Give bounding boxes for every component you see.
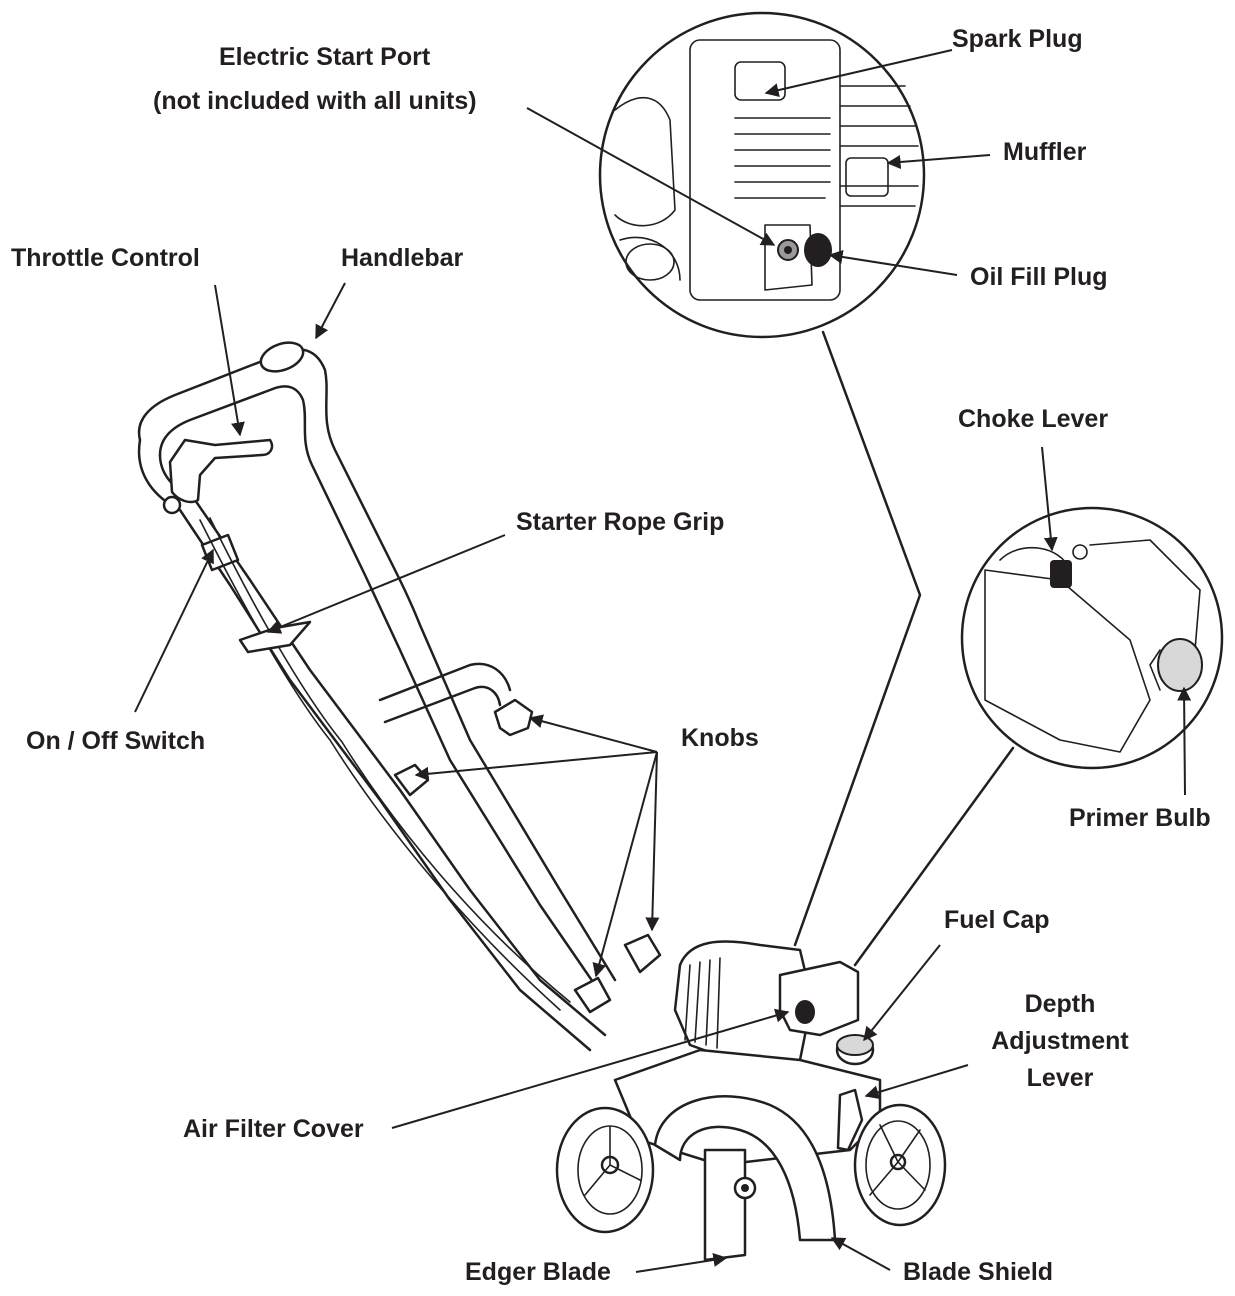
leader-knob-lower-right: [645, 751, 660, 932]
leader-electric-start-port: [526, 107, 776, 246]
label-knobs: Knobs: [681, 724, 759, 752]
label-spark-plug: Spark Plug: [952, 25, 1083, 53]
label-fuel-cap: Fuel Cap: [944, 906, 1050, 934]
leader-primer-bulb: [1177, 686, 1192, 796]
handlebar-frame: [137, 341, 662, 1052]
label-blade-shield: Blade Shield: [903, 1258, 1054, 1286]
leader-choke-lever: [1041, 446, 1058, 552]
label-oil-fill-plug: Oil Fill Plug: [970, 263, 1108, 291]
label-primer-bulb: Primer Bulb: [1069, 804, 1211, 832]
label-air-filter-cover: Air Filter Cover: [183, 1115, 364, 1143]
label-on-off-switch: On / Off Switch: [26, 727, 206, 755]
leader-spark-plug: [764, 49, 953, 97]
leader-throttle-control: [214, 284, 245, 437]
label-depth-line1: Depth: [1024, 990, 1096, 1018]
label-electric-start-note: (not included with all units): [153, 87, 477, 115]
leader-muffler: [886, 154, 991, 169]
label-throttle-control: Throttle Control: [11, 244, 200, 272]
carburettor-detail-inset: [960, 506, 1224, 770]
label-muffler: Muffler: [1003, 138, 1087, 166]
wheels: [555, 1103, 947, 1234]
leader-handlebar: [315, 282, 346, 340]
inset-connector-lines: [793, 330, 1015, 967]
label-starter-rope-grip: Starter Rope Grip: [516, 508, 725, 536]
leader-knob-lower-left: [592, 751, 658, 978]
leader-lines: [134, 49, 1192, 1273]
label-choke-lever: Choke Lever: [958, 405, 1109, 433]
label-depth-line3: Lever: [1026, 1064, 1094, 1092]
leader-on-off-switch: [134, 548, 214, 713]
leader-knob-mid: [414, 751, 658, 781]
leader-depth-adjustment-lever: [864, 1064, 969, 1100]
leader-edger-blade: [635, 1253, 728, 1273]
leader-blade-shield: [830, 1237, 891, 1271]
leader-fuel-cap: [863, 944, 941, 1042]
label-handlebar: Handlebar: [341, 244, 464, 272]
leader-knob-upper: [528, 714, 658, 753]
leader-oil-fill-plug: [828, 250, 958, 276]
label-edger-blade: Edger Blade: [465, 1258, 611, 1286]
leader-air-filter-cover: [391, 1008, 790, 1129]
label-electric-start-port: Electric Start Port: [219, 43, 431, 71]
leader-starter-rope-grip: [266, 534, 506, 634]
blade-assembly: [653, 1095, 837, 1262]
label-depth-line2: Adjustment: [991, 1027, 1129, 1055]
